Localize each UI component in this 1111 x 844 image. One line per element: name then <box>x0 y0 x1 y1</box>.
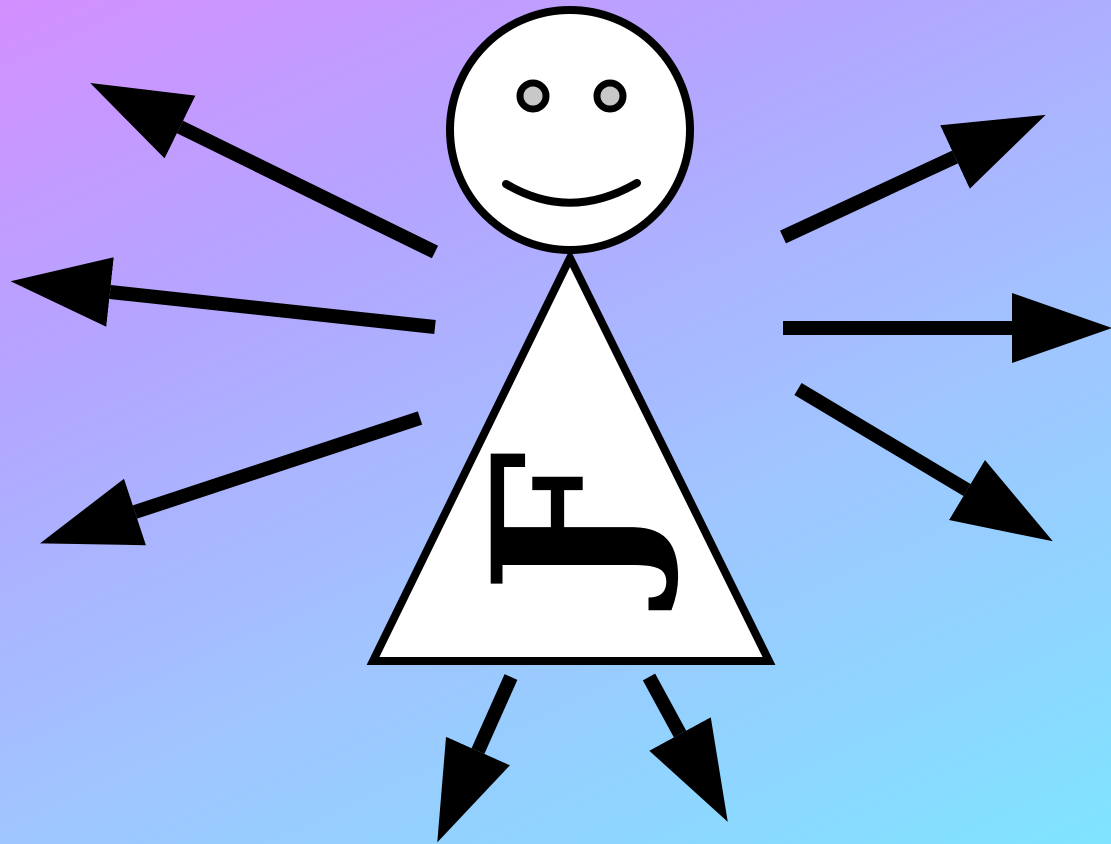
body-glyph: Ƒ <box>450 451 685 611</box>
left-eye-icon <box>520 83 546 109</box>
arrow-down-right-lower-icon <box>649 677 680 734</box>
arrow-down-right-icon <box>798 389 967 490</box>
body-glyph-group: Ƒ <box>450 451 685 611</box>
arrow-up-right-icon <box>783 157 955 237</box>
smiley-face-icon <box>450 10 690 250</box>
arrow-down-left-icon <box>135 418 420 512</box>
arrow-down-left-lower-icon <box>478 677 511 751</box>
right-eye-icon <box>597 83 623 109</box>
arrow-up-left-icon <box>180 127 435 252</box>
arrow-left-icon <box>110 292 435 327</box>
